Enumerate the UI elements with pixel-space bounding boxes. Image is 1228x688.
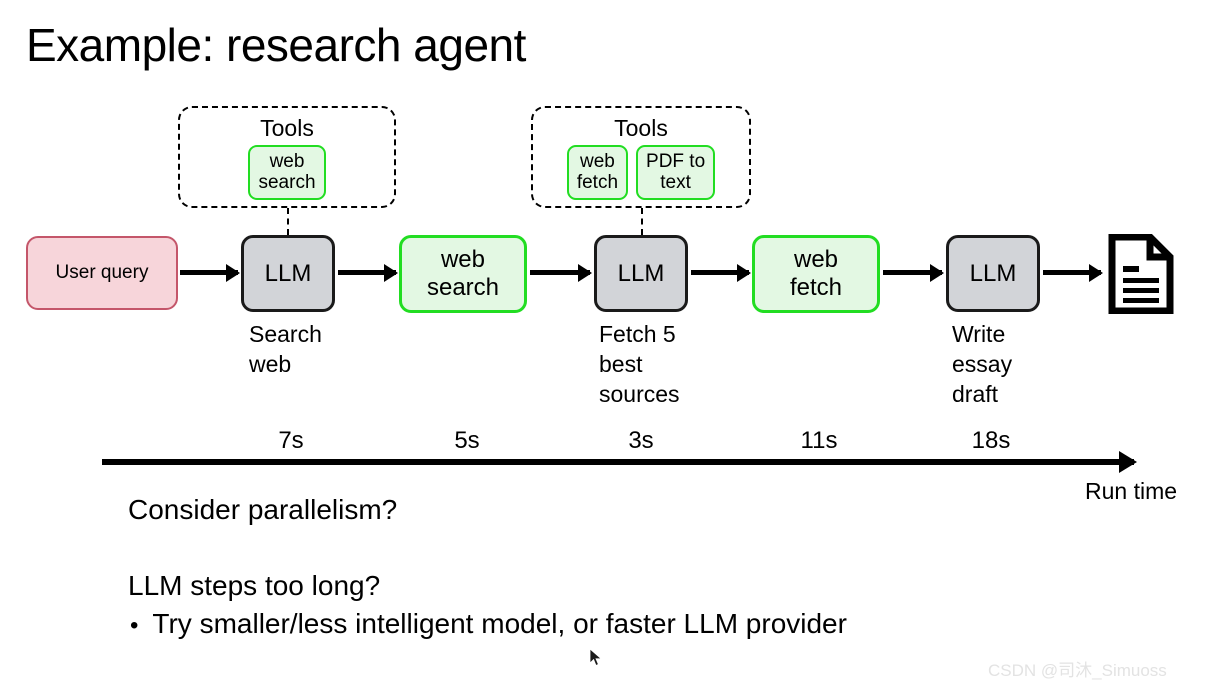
- tools-panel-2: Tools web fetch PDF to text: [531, 106, 751, 208]
- arrow-llm-3-to-document: [1043, 270, 1101, 275]
- tools-panel-2-stem: [641, 208, 643, 235]
- csdn-watermark: CSDN @司沐_Simuoss: [988, 661, 1167, 680]
- note-consider-parallelism: Consider parallelism?: [128, 494, 398, 525]
- time-label-1: 7s: [278, 427, 304, 454]
- arrow-llm-2-to-web-fetch: [691, 270, 749, 275]
- mouse-cursor-icon: [589, 648, 603, 668]
- note-bullet-1: Try smaller/less intelligent model, or f…: [152, 608, 847, 639]
- time-label-5: 18s: [971, 427, 1011, 454]
- tool-chip-pdf-to-text[interactable]: PDF to text: [636, 145, 716, 200]
- caption-search-web: Search web: [249, 321, 322, 377]
- tools-panel-2-title: Tools: [614, 115, 668, 141]
- tool-chip-web-fetch[interactable]: web fetch: [566, 145, 629, 200]
- timeline-axis-label: Run time: [1085, 478, 1178, 504]
- bullet-marker-icon: •: [130, 612, 139, 639]
- tools-panel-1-chips: web search: [248, 145, 326, 200]
- time-label-2: 5s: [454, 427, 480, 454]
- node-llm-3[interactable]: LLM: [946, 235, 1040, 312]
- page-title: Example: research agent: [26, 19, 526, 71]
- note-llm-steps-too-long: LLM steps too long?: [128, 570, 381, 601]
- node-user-query[interactable]: User query: [26, 236, 178, 310]
- arrow-user-query-to-llm-1: [180, 270, 238, 275]
- node-web-search[interactable]: web search: [399, 235, 527, 313]
- arrow-web-fetch-to-llm-3: [883, 270, 942, 275]
- caption-write-essay-draft: Write essay draft: [952, 321, 1013, 407]
- caption-fetch-5-best-sources: Fetch 5 best sources: [599, 321, 680, 407]
- tools-panel-1-stem: [287, 208, 289, 235]
- node-llm-1[interactable]: LLM: [241, 235, 335, 312]
- note-bullet-row-1: • Try smaller/less intelligent model, or…: [130, 607, 847, 643]
- node-web-fetch[interactable]: web fetch: [752, 235, 880, 313]
- node-llm-2[interactable]: LLM: [594, 235, 688, 312]
- tools-panel-1: Tools web search: [178, 106, 396, 208]
- tools-panel-1-title: Tools: [260, 115, 314, 141]
- tools-panel-2-chips: web fetch PDF to text: [566, 145, 716, 200]
- document-output-icon: [1108, 233, 1174, 315]
- timeline-axis: [102, 459, 1134, 465]
- tool-chip-web-search[interactable]: web search: [248, 145, 326, 200]
- time-label-3: 3s: [628, 427, 654, 454]
- arrow-web-search-to-llm-2: [530, 270, 590, 275]
- arrow-llm-1-to-web-search: [338, 270, 396, 275]
- time-label-4: 11s: [800, 427, 838, 454]
